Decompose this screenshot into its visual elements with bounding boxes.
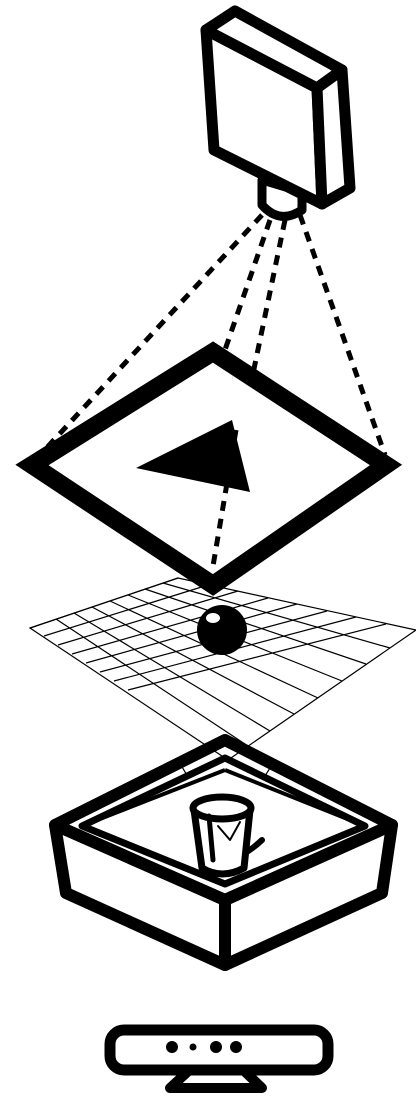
sphere-icon	[197, 605, 247, 655]
sensor-dot-icon	[166, 1041, 178, 1053]
projected-frame-with-triangle	[32, 352, 386, 585]
sensor-dot-icon	[230, 1041, 242, 1053]
projector-icon	[206, 11, 350, 216]
sensor-bar-icon	[110, 1030, 328, 1088]
sensor-dot-icon	[190, 1044, 197, 1051]
sensor-dot-icon	[210, 1041, 222, 1053]
